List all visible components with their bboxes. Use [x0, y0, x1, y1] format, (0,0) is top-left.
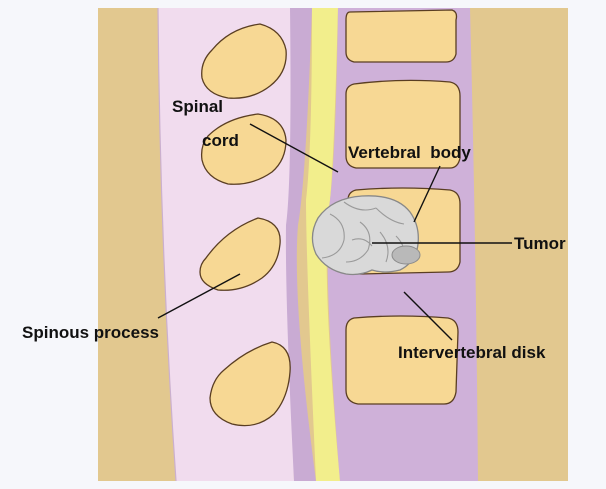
- intervertebral-disk-label: Intervertebral disk: [398, 343, 546, 362]
- spinal-cord-label-line1: Spinal: [172, 97, 223, 116]
- spinous-process-label: Spinous process: [22, 323, 159, 342]
- tumor-label: Tumor: [514, 234, 566, 253]
- vertebral-body-1: [346, 10, 457, 62]
- tumor-nodule: [392, 246, 420, 264]
- tumor-mass: [312, 196, 420, 275]
- spinal-cord-label-line2: cord: [202, 131, 239, 150]
- vertebral-body-label: Vertebral body: [348, 143, 471, 162]
